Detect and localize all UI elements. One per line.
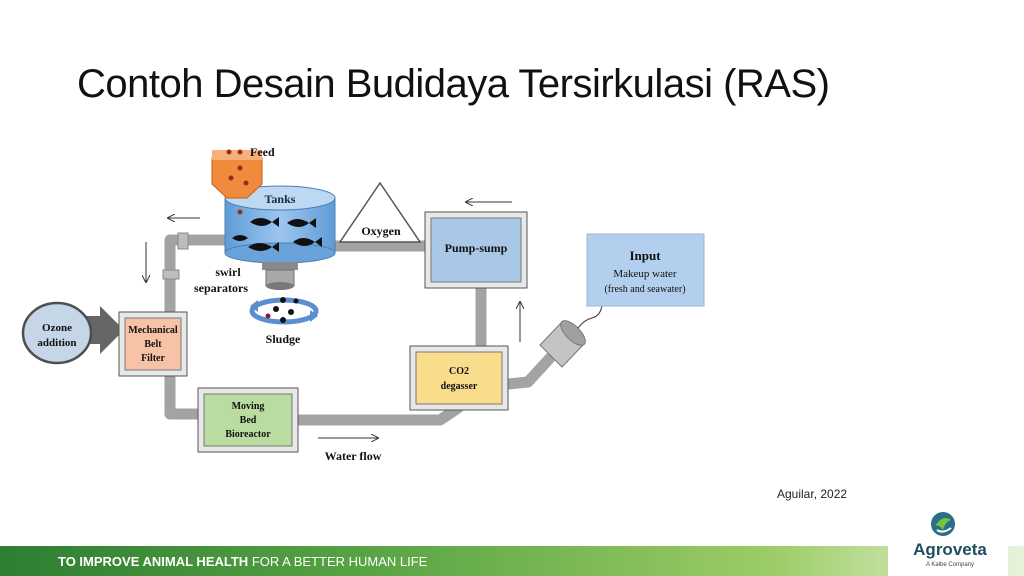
pipe-input-to-co2 bbox=[502, 352, 556, 390]
mbf-label-3: Filter bbox=[141, 353, 165, 364]
tagline-rest: FOR A BETTER HUMAN LIFE bbox=[248, 554, 428, 569]
swirl-label-2: separators bbox=[194, 281, 248, 295]
mbbr-label-2: Bed bbox=[240, 415, 257, 426]
slide-title: Contoh Desain Budidaya Tersirkulasi (RAS… bbox=[77, 62, 830, 106]
pump-sump bbox=[424, 211, 528, 289]
sludge-swirl-icon bbox=[249, 297, 319, 325]
fish-tank: Tanks bbox=[224, 185, 336, 264]
input-line-1: Makeup water bbox=[613, 268, 677, 280]
logo-name: Agroveta bbox=[913, 540, 987, 559]
tagline-strong: TO IMPROVE ANIMAL HEALTH bbox=[58, 554, 249, 569]
water-flow-label: Water flow bbox=[325, 449, 382, 463]
pipe-coupling bbox=[177, 232, 189, 250]
pipe-coupling bbox=[162, 269, 180, 280]
input-nozzle bbox=[539, 320, 586, 368]
logo-container bbox=[888, 500, 1008, 576]
pump-sump-label: Pump-sump bbox=[445, 241, 508, 255]
sludge-label: Sludge bbox=[266, 332, 301, 346]
swirl-label-1: swirl bbox=[215, 265, 241, 279]
tanks-label: Tanks bbox=[265, 192, 296, 206]
ozone-label-2: addition bbox=[37, 337, 76, 349]
logo-subtitle: A Kalbe Company bbox=[925, 562, 975, 568]
input-line-2: (fresh and seawater) bbox=[604, 284, 685, 295]
footer-bar bbox=[0, 546, 1024, 576]
citation: Aguilar, 2022 bbox=[777, 487, 848, 501]
agroveta-logo-icon bbox=[931, 512, 955, 536]
flow-arrows bbox=[146, 202, 520, 438]
fish-icon bbox=[232, 217, 322, 252]
ozone-label-1: Ozone bbox=[42, 322, 72, 334]
co2-label-1: CO2 bbox=[449, 366, 469, 377]
pipe-mbbr-to-co2 bbox=[292, 402, 464, 426]
moving-bed-bioreactor bbox=[197, 387, 299, 453]
feed-hopper bbox=[211, 149, 263, 215]
pipe-network bbox=[164, 234, 556, 426]
pipe-filter-to-mbbr bbox=[164, 370, 204, 420]
ras-diagram: Oxygen Tanks swirl separators Sludg bbox=[21, 145, 705, 463]
mbbr-label-1: Moving bbox=[232, 401, 265, 412]
mbf-label-1: Mechanical bbox=[128, 325, 178, 336]
mbf-label-2: Belt bbox=[144, 339, 162, 350]
pipe-tank-to-filter bbox=[164, 234, 231, 318]
co2-degasser bbox=[409, 345, 509, 411]
mechanical-belt-filter bbox=[118, 311, 188, 377]
feed-label: Feed bbox=[250, 145, 275, 159]
footer-tagline: TO IMPROVE ANIMAL HEALTH FOR A BETTER HU… bbox=[58, 554, 427, 569]
input-box bbox=[586, 233, 705, 307]
oxygen-label: Oxygen bbox=[361, 224, 401, 238]
swirl-separator bbox=[262, 262, 298, 290]
ozone-addition bbox=[21, 301, 124, 365]
mbbr-label-3: Bioreactor bbox=[225, 429, 271, 440]
oxygen-triangle bbox=[338, 181, 422, 243]
input-title: Input bbox=[629, 248, 661, 263]
input-leader-line bbox=[577, 305, 603, 329]
co2-label-2: degasser bbox=[441, 381, 478, 392]
